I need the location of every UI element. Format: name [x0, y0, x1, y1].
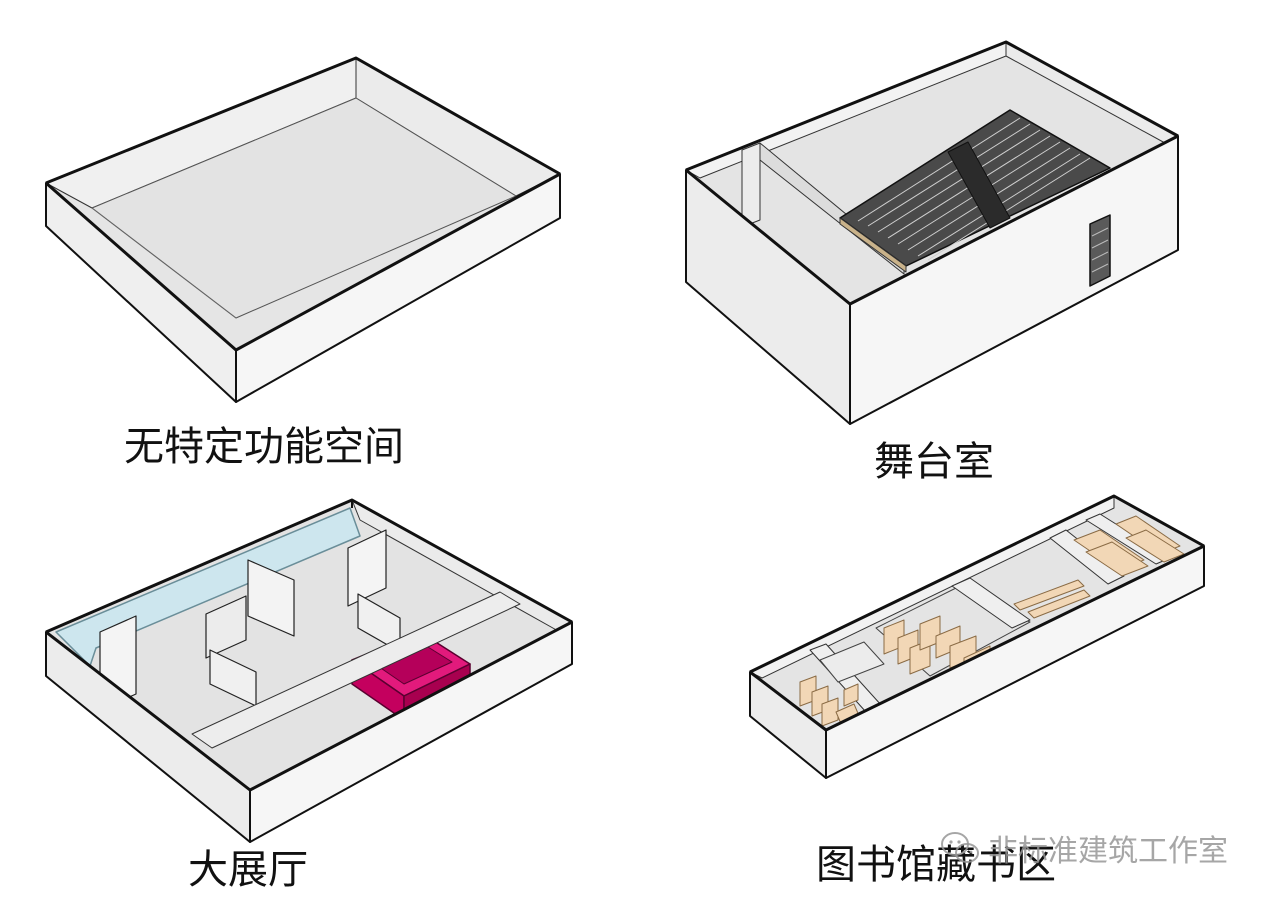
label-library-stacks: 图书馆藏书区: [816, 842, 1056, 888]
label-exhibition-hall: 大展厅: [188, 847, 308, 893]
model-open-space: [45, 56, 561, 403]
watermark: 非标准建筑工作室: [940, 826, 1228, 870]
model-library-stacks: [749, 494, 1205, 779]
label-stage-room: 舞台室: [874, 439, 994, 485]
watermark-text: 非标准建筑工作室: [988, 834, 1228, 869]
label-open-space: 无特定功能空间: [124, 424, 404, 470]
model-stage-room: [685, 40, 1179, 425]
wechat-logo-icon: [941, 832, 979, 863]
model-exhibition-hall: [45, 498, 573, 843]
